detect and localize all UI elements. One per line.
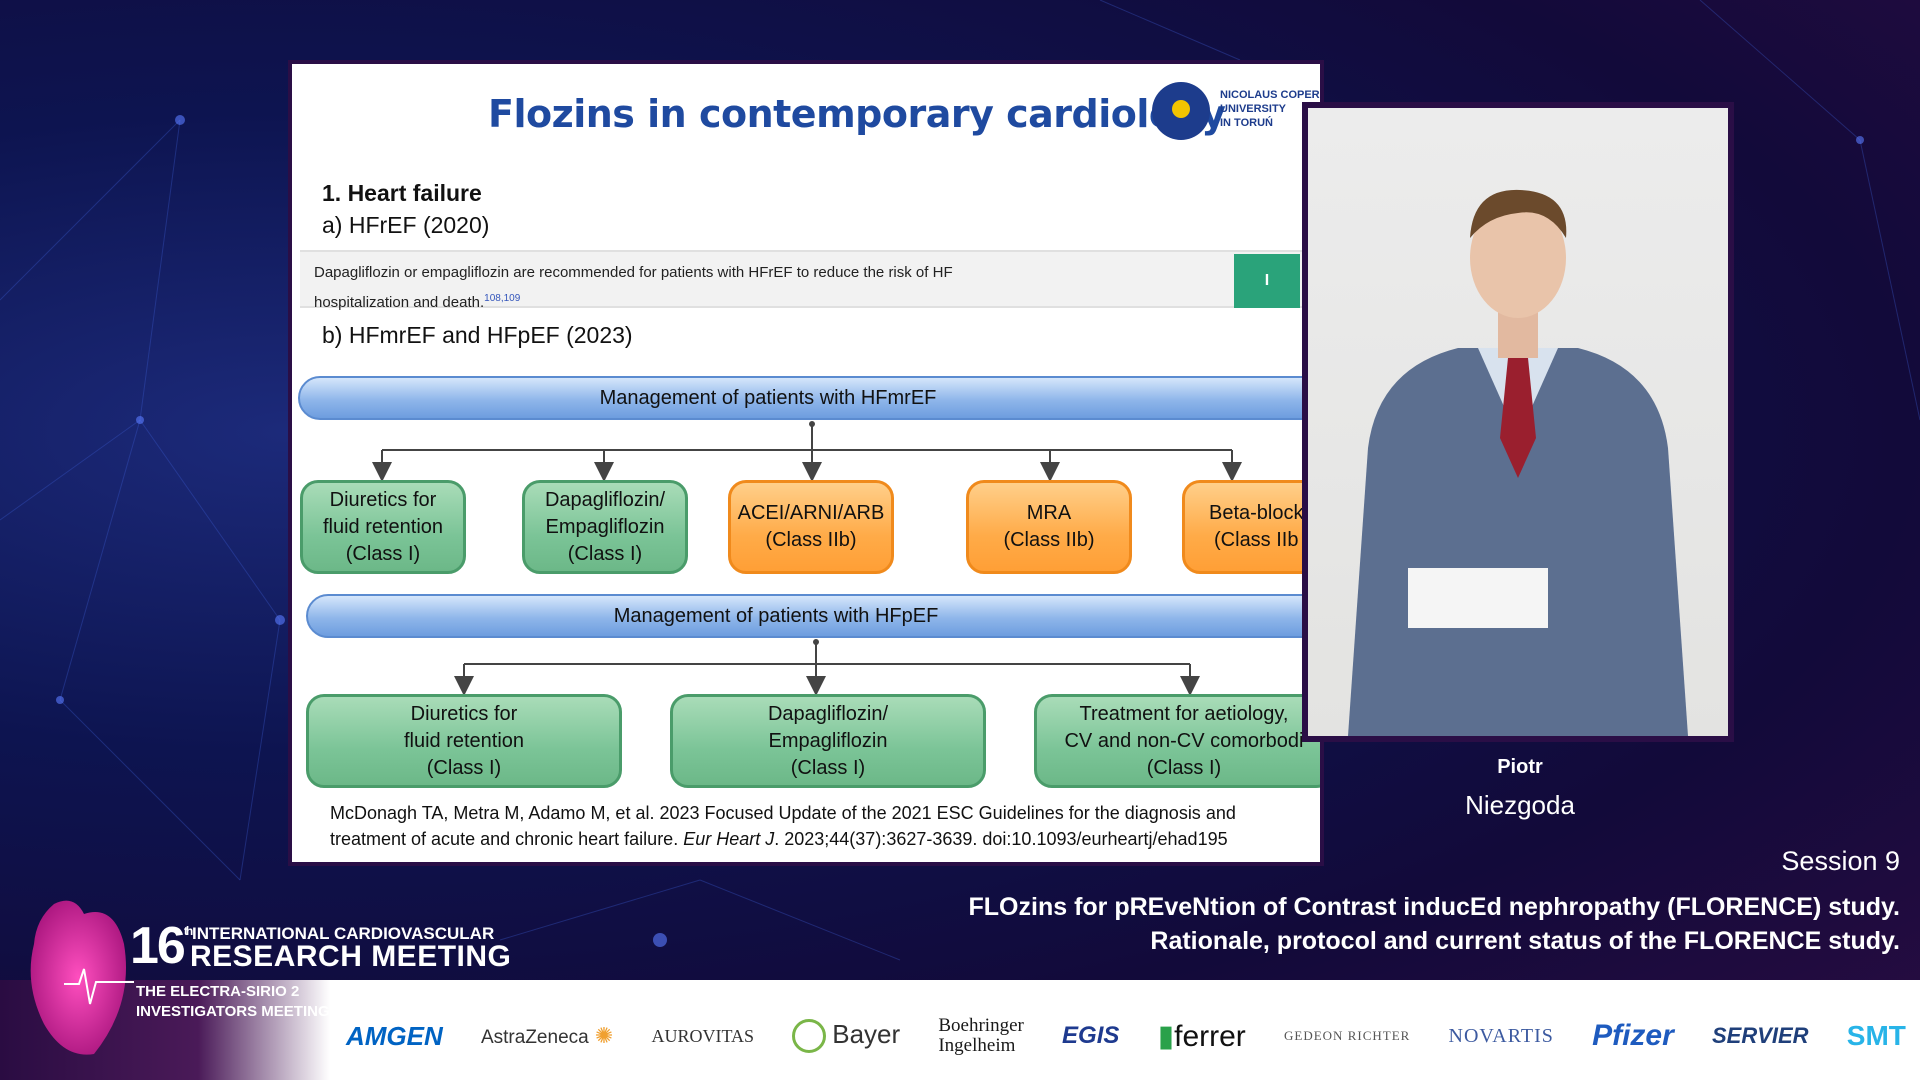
hfmref-banner: Management of patients with HFmrEF [298, 376, 1320, 420]
recommendation-text: Dapagliflozin or empagliflozin are recom… [314, 264, 953, 311]
flow-connectors [372, 421, 1242, 696]
hfpef-box-comorbidities: Treatment for aetiology, CV and non-CV c… [1034, 694, 1320, 788]
recommendation-class: I [1234, 254, 1300, 308]
talk-title: FLOzins for pREveNtion of Contrast induc… [800, 890, 1900, 958]
speaker-last-name: Niezgoda [1465, 790, 1575, 820]
sponsor-egis: EGIS [1062, 1022, 1120, 1049]
hfpef-banner: Management of patients with HFpEF [306, 594, 1320, 638]
sponsor-pfizer: Pfizer [1592, 1019, 1674, 1052]
university-logo-icon [1152, 82, 1210, 140]
sponsor-aurovitas: AUROVITAS [651, 1025, 755, 1046]
reference-line-2: treatment of acute and chronic heart fai… [330, 829, 1228, 849]
university-logo-text: NICOLAUS COPERN UNIVERSITY IN TORUŃ [1220, 89, 1324, 129]
session-label: Session 9 [1781, 846, 1900, 876]
event-subtitle: THE ELECTRA-SIRIO 2 INVESTIGATORS MEETIN… [136, 983, 330, 1020]
slide-title: Flozins in contemporary cardiology [488, 92, 1226, 136]
sponsor-novartis: NOVARTIS [1448, 1024, 1554, 1047]
sponsor-smt: SMT [1846, 1020, 1906, 1051]
speaker-figure [1348, 189, 1688, 736]
recommendation-row: Dapagliflozin or empagliflozin are recom… [300, 250, 1320, 311]
talk-title-line-1: FLOzins for pREveNtion of Contrast induc… [968, 893, 1900, 921]
sponsor-logos: AMGEN AstraZeneca ✺ AUROVITAS Bayer Boeh… [346, 1012, 1906, 1060]
sponsor-bayer: Bayer [792, 1019, 900, 1054]
sponsor-astrazeneca: AstraZeneca ✺ [480, 1023, 614, 1048]
sponsor-gedeon-richter: GEDEON RICHTER [1284, 1028, 1411, 1043]
sponsor-ferrer: ▮ferrer [1157, 1019, 1246, 1053]
hfmref-box-flozins: Dapagliflozin/ Empagliflozin (Class I) [522, 480, 688, 574]
event-title-line-1: INTERNATIONAL CARDIOVASCULAR [192, 924, 495, 943]
heading-hfmref-hfpef: b) HFmrEF and HFpEF (2023) [322, 322, 633, 348]
event-number: 16th [130, 917, 193, 975]
heart-logo-icon [30, 900, 134, 1055]
university-logo: NICOLAUS COPERN UNIVERSITY IN TORUŃ [1152, 82, 1324, 152]
hfmref-box-acei: ACEI/ARNI/ARB (Class IIb) [728, 480, 894, 574]
event-title-line-2: RESEARCH MEETING [190, 940, 512, 973]
heading-heart-failure: 1. Heart failure [322, 180, 482, 206]
hfmref-box-diuretics: Diuretics for fluid retention (Class I) [300, 480, 466, 574]
sponsor-boehringer: Boehringer Ingelheim [938, 1015, 1024, 1056]
speaker-video [1302, 102, 1734, 742]
reference-line-1: McDonagh TA, Metra M, Adamo M, et al. 20… [330, 803, 1236, 823]
hfmref-box-mra: MRA (Class IIb) [966, 480, 1132, 574]
heading-hfref: a) HFrEF (2020) [322, 212, 490, 238]
sponsor-amgen: AMGEN [346, 1020, 443, 1051]
sponsor-servier: SERVIER [1711, 1023, 1809, 1048]
hfmref-box-betablockers: Beta-block (Class IIb [1182, 480, 1320, 574]
recommendation-refs: 108,109 [484, 293, 521, 304]
speaker-first-name: Piotr [1497, 756, 1543, 778]
reference-citation: McDonagh TA, Metra M, Adamo M, et al. 20… [330, 800, 1310, 852]
hfpef-box-flozins: Dapagliflozin/ Empagliflozin (Class I) [670, 694, 986, 788]
presentation-slide: Flozins in contemporary cardiology NICOL… [288, 60, 1324, 866]
hfpef-box-diuretics: Diuretics for fluid retention (Class I) [306, 694, 622, 788]
talk-title-line-2: Rationale, protocol and current status o… [1150, 927, 1900, 955]
